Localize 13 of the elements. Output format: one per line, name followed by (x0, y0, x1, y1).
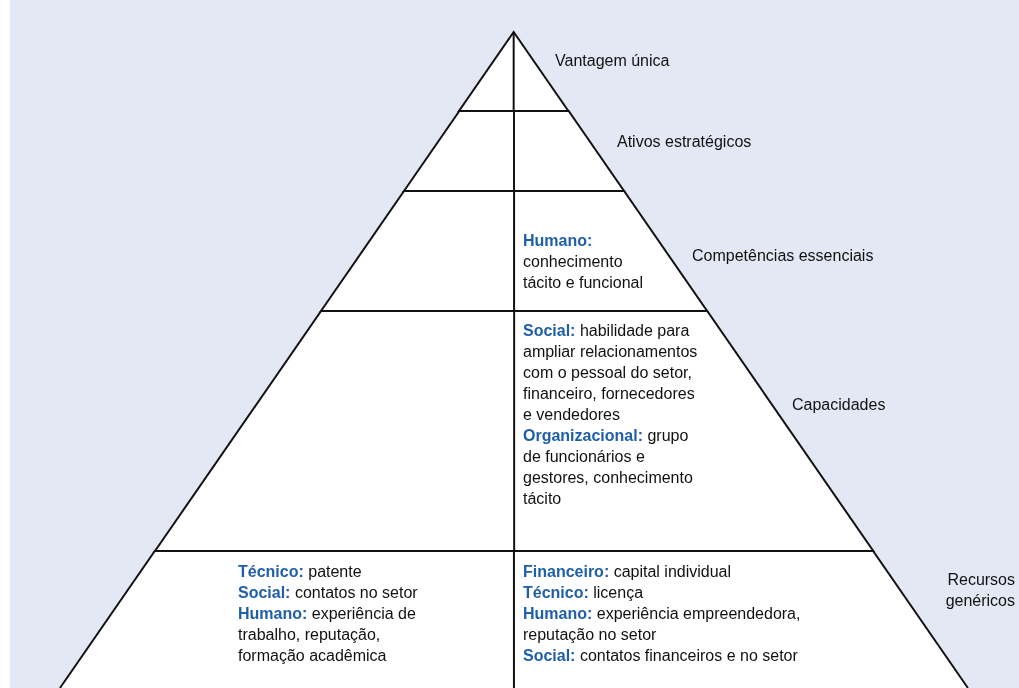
resource-description: Humano: conhecimento tácito e funcional (523, 231, 645, 293)
level-label: Recursos genéricos (944, 570, 1015, 611)
resource-description: Organizacional: grupo de funcionários e gestores, conhecimento tácito (523, 426, 694, 509)
resource-description: Técnico: patente (238, 562, 363, 582)
resource-description: Humano: experiência de trabalho, reputação, formação acadêmica (238, 604, 417, 666)
level-label: Ativos estratégicos (617, 132, 752, 152)
resource-description: Social: contatos financeiros e no setor (523, 646, 799, 666)
resource-description: Financeiro: capital individual (523, 562, 733, 582)
level-label: Capacidades (792, 395, 886, 415)
resource-description: Social: contatos no setor (238, 583, 419, 603)
level-label: Vantagem única (555, 51, 670, 71)
level-label: Competências essenciais (692, 246, 874, 266)
resource-description: Técnico: licença (523, 583, 645, 603)
